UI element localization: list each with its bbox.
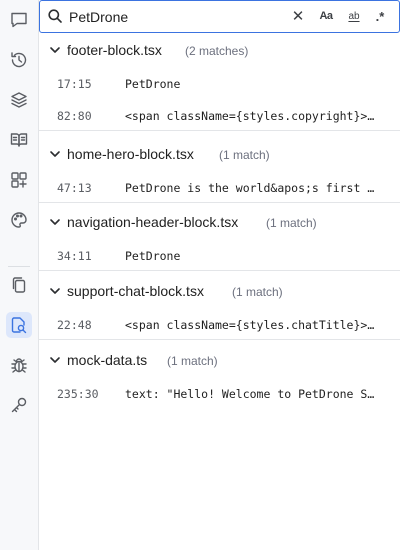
match-row[interactable]: 235:30 text: "Hello! Welcome to PetDrone… bbox=[39, 381, 400, 409]
file-group: mock-data.ts (1 match) 235:30 text: "Hel… bbox=[39, 344, 400, 409]
match-row[interactable]: 17:15 PetDrone bbox=[39, 71, 400, 99]
match-count: (2 matches) bbox=[185, 44, 249, 58]
file-group: navigation-header-block.tsx (1 match) 34… bbox=[39, 206, 400, 271]
file-name: navigation-header-block.tsx bbox=[67, 214, 239, 230]
chevron-down-icon[interactable] bbox=[49, 353, 61, 365]
match-preview: <span className={styles.copyright}>… bbox=[125, 109, 375, 123]
chevron-down-icon[interactable] bbox=[49, 147, 61, 159]
line-column: 47:13 bbox=[57, 181, 92, 195]
key-icon[interactable] bbox=[6, 392, 32, 418]
search-panel: ✕ Aa ab .* footer-block.tsx (2 matches) … bbox=[39, 0, 400, 550]
add-component-icon[interactable] bbox=[6, 167, 32, 193]
match-row[interactable]: 82:80 <span className={styles.copyright}… bbox=[39, 103, 400, 131]
copy-files-icon[interactable] bbox=[6, 272, 32, 298]
search-icon bbox=[47, 8, 63, 24]
match-case-icon[interactable]: Aa bbox=[319, 10, 333, 22]
activity-separator bbox=[8, 266, 30, 267]
line-column: 235:30 bbox=[57, 387, 99, 401]
match-preview: text: "Hello! Welcome to PetDrone S… bbox=[125, 387, 375, 401]
search-input[interactable] bbox=[69, 6, 284, 27]
file-name: mock-data.ts bbox=[67, 352, 148, 368]
match-row[interactable]: 47:13 PetDrone is the world&apos;s first… bbox=[39, 175, 400, 203]
chevron-down-icon[interactable] bbox=[49, 215, 61, 227]
line-column: 17:15 bbox=[57, 77, 92, 91]
match-count: (1 match) bbox=[167, 354, 218, 368]
activity-bar bbox=[0, 0, 39, 550]
palette-icon[interactable] bbox=[6, 207, 32, 233]
search-file-icon[interactable] bbox=[6, 312, 32, 338]
chevron-down-icon[interactable] bbox=[49, 43, 61, 55]
chat-bubble-icon[interactable] bbox=[6, 7, 32, 33]
search-box: ✕ Aa ab .* bbox=[39, 0, 400, 33]
file-group: footer-block.tsx (2 matches) 17:15 PetDr… bbox=[39, 34, 400, 131]
match-preview: PetDrone is the world&apos;s first … bbox=[125, 181, 375, 195]
book-icon[interactable] bbox=[6, 127, 32, 153]
bug-icon[interactable] bbox=[6, 352, 32, 378]
line-column: 22:48 bbox=[57, 318, 92, 332]
file-name: home-hero-block.tsx bbox=[67, 146, 194, 162]
line-column: 34:11 bbox=[57, 249, 92, 263]
file-header[interactable]: navigation-header-block.tsx (1 match) bbox=[39, 206, 400, 236]
history-clock-icon[interactable] bbox=[6, 47, 32, 73]
clear-search-icon[interactable]: ✕ bbox=[291, 8, 305, 25]
layers-icon[interactable] bbox=[6, 87, 32, 113]
match-preview: <span className={styles.chatTitle}>… bbox=[125, 318, 375, 332]
file-header[interactable]: support-chat-block.tsx (1 match) bbox=[39, 275, 400, 305]
file-group: home-hero-block.tsx (1 match) 47:13 PetD… bbox=[39, 138, 400, 203]
match-row[interactable]: 34:11 PetDrone bbox=[39, 243, 400, 271]
match-preview: PetDrone bbox=[125, 77, 181, 91]
match-row[interactable]: 22:48 <span className={styles.chatTitle}… bbox=[39, 312, 400, 340]
file-header[interactable]: home-hero-block.tsx (1 match) bbox=[39, 138, 400, 168]
file-name: footer-block.tsx bbox=[67, 42, 162, 58]
file-group: support-chat-block.tsx (1 match) 22:48 <… bbox=[39, 275, 400, 340]
file-header[interactable]: footer-block.tsx (2 matches) bbox=[39, 34, 400, 64]
match-count: (1 match) bbox=[266, 216, 317, 230]
file-header[interactable]: mock-data.ts (1 match) bbox=[39, 344, 400, 374]
match-count: (1 match) bbox=[232, 285, 283, 299]
whole-word-icon[interactable]: ab bbox=[348, 10, 360, 22]
match-count: (1 match) bbox=[219, 148, 270, 162]
line-column: 82:80 bbox=[57, 109, 92, 123]
chevron-down-icon[interactable] bbox=[49, 284, 61, 296]
regex-icon[interactable]: .* bbox=[375, 8, 385, 24]
match-preview: PetDrone bbox=[125, 249, 181, 263]
file-name: support-chat-block.tsx bbox=[67, 283, 204, 299]
